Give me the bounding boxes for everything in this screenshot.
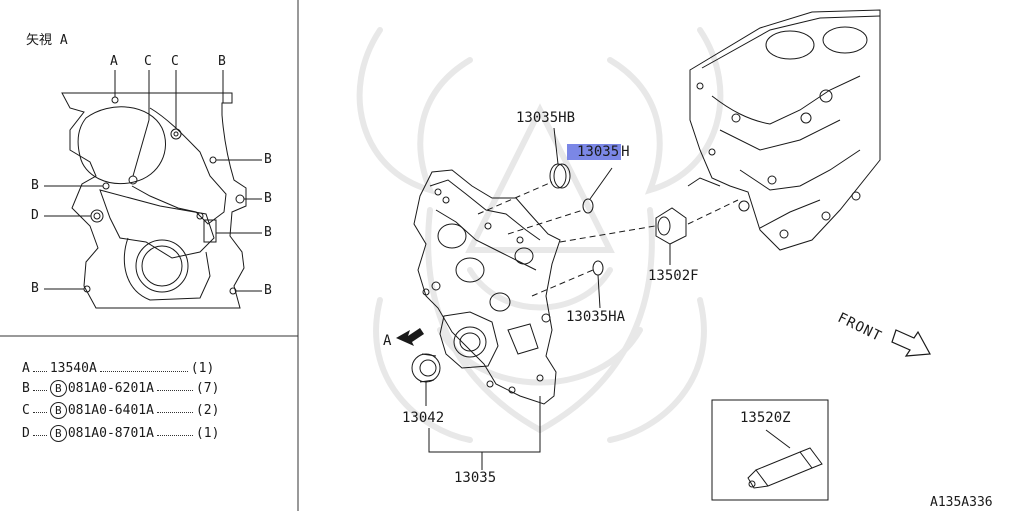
top-letter-b: B <box>218 54 226 69</box>
part-suffix: H <box>621 144 630 160</box>
left-letter-b1: B <box>31 178 39 193</box>
top-letter-a: A <box>110 54 118 69</box>
legend-part: 081A0-6401A <box>67 402 154 418</box>
bolt-symbol: B <box>49 425 67 442</box>
top-letter-c1: C <box>144 54 152 69</box>
legend-key: A <box>22 361 30 376</box>
legend-key: D <box>22 425 30 441</box>
right-letter-b3: B <box>264 225 272 240</box>
callout-13035[interactable]: 13035 <box>454 470 497 486</box>
callout-13035ha[interactable]: 13035HA <box>566 309 626 325</box>
reference-code: A135A336 <box>930 495 993 510</box>
callout-13502f[interactable]: 13502F <box>648 268 699 284</box>
view-arrow-a <box>396 328 424 346</box>
legend-row-a: A 13540A (1) <box>22 361 214 377</box>
legend-key: C <box>22 402 30 418</box>
assembly-dashed-lines <box>477 181 739 297</box>
legend-row-b: B B 081A0-6201A (7) <box>22 380 219 397</box>
front-cover <box>413 169 561 405</box>
view-a-leaders <box>44 70 262 292</box>
bolt-symbol: B <box>49 380 67 397</box>
legend-part: 13540A <box>49 361 97 376</box>
callout-13520z[interactable]: 13520Z <box>740 410 791 426</box>
front-arrow <box>891 329 931 357</box>
legend-part: 081A0-6201A <box>67 380 154 396</box>
legend-row-d: D B 081A0-8701A (1) <box>22 425 219 442</box>
legend-part: 081A0-8701A <box>67 425 154 441</box>
callout-13035hb[interactable]: 13035HB <box>516 110 576 126</box>
legend-qty: (2) <box>195 402 220 418</box>
watermark-helmet <box>356 27 724 443</box>
cylinder-block <box>687 9 881 251</box>
sleeve-13502f <box>655 207 687 245</box>
legend-qty: (1) <box>195 425 220 441</box>
panel-dividers <box>0 0 299 511</box>
left-letter-d: D <box>31 208 39 223</box>
legend-qty: (1) <box>190 361 215 376</box>
oil-seal-13042 <box>411 353 441 383</box>
bolt-symbol: B <box>49 402 67 419</box>
legend-key: B <box>22 380 30 396</box>
view-a-bolts <box>83 96 245 295</box>
left-letter-b2: B <box>31 281 39 296</box>
arrow-a-label: A <box>383 333 392 349</box>
right-letter-b2: B <box>264 191 272 206</box>
sealant-box <box>711 399 829 501</box>
top-letter-c2: C <box>171 54 179 69</box>
legend-qty: (7) <box>195 380 220 396</box>
right-letter-b4: B <box>264 283 272 298</box>
highlighted-part-number: 13035 <box>567 144 622 160</box>
view-a-title: 矢視 A <box>26 33 68 48</box>
right-letter-b1: B <box>264 152 272 167</box>
legend-row-c: C B 081A0-6401A (2) <box>22 402 219 419</box>
callout-leaders <box>425 127 671 470</box>
view-a-cover-outline <box>61 92 247 309</box>
callout-13042[interactable]: 13042 <box>402 410 445 426</box>
